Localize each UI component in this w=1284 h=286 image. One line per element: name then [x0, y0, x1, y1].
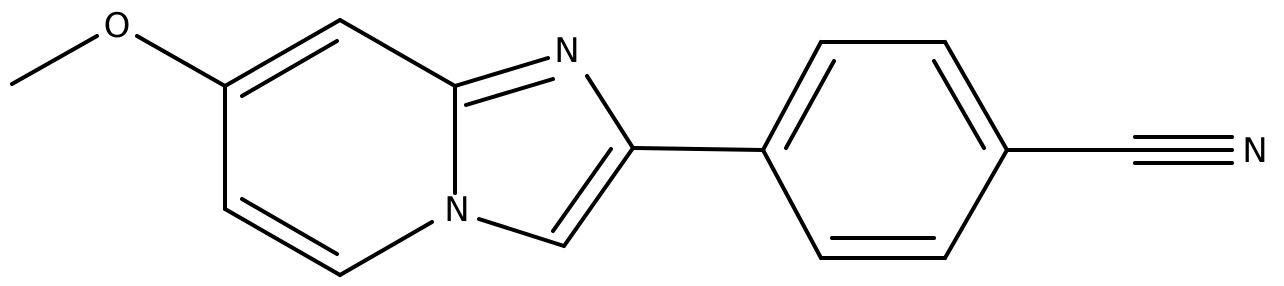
bond-c8-c8a	[338, 18, 457, 88]
bond-c5-c6-inner	[240, 197, 339, 256]
bond-c5-c6	[223, 207, 342, 277]
bond-c2-c3	[562, 146, 635, 248]
nitrile-group: N	[1005, 131, 1268, 171]
bond-methyl-oxygen	[10, 34, 99, 86]
imidazole-nitrogen-label: N	[554, 31, 579, 71]
bond-c2-aryl	[631, 146, 765, 152]
bond-c8a-n1-inner	[464, 77, 555, 107]
bond-c3-n4	[477, 217, 566, 248]
bond-ar3-ar4-inner	[932, 59, 986, 150]
nitrile-nitrogen-label: N	[1242, 131, 1267, 171]
bond-c7-c8	[223, 18, 342, 88]
bond-ar1-ar2	[761, 40, 823, 152]
bond-c8a-n1	[453, 56, 550, 88]
pyridine-ring	[223, 18, 457, 277]
bridgehead-nitrogen-label: N	[444, 190, 469, 230]
bond-ar4-ar5	[943, 148, 1009, 260]
methoxy-group: O	[10, 6, 227, 88]
bond-ar6-ar1	[761, 148, 823, 260]
bond-n4-c5	[338, 220, 434, 277]
bond-oxygen-c7	[135, 34, 227, 88]
bond-c2-c3-inner	[551, 147, 613, 233]
bond-ar3-ar4	[943, 40, 1009, 152]
bond-c7-c8-inner	[240, 39, 339, 98]
bond-ar1-ar2-inner	[784, 59, 836, 150]
imidazole-ring	[453, 56, 635, 248]
bond-n1-c2	[585, 74, 635, 150]
benzene-ring	[761, 40, 1009, 260]
methoxy-oxygen-label: O	[104, 6, 131, 46]
